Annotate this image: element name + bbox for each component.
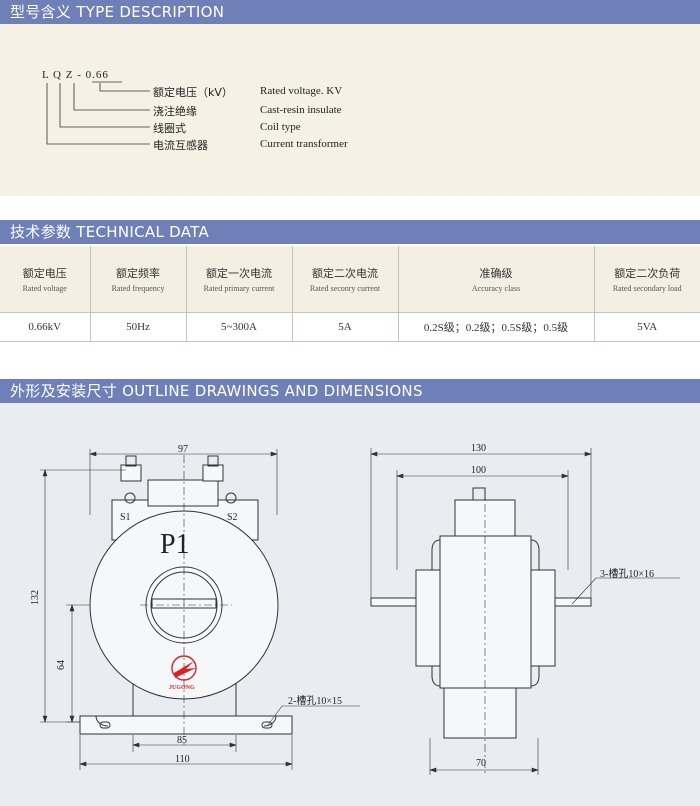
section-header-technical-data: 技术参数 TECHNICAL DATA [0,220,700,244]
model-code: L Q Z - 0.66 [42,69,109,81]
side-view [370,487,592,775]
type-row-en: Current transformer [260,138,348,150]
table-row: 0.66kV 50Hz 5~300A 5A 0.2S级；0.2级；0.5S级；0… [0,312,700,342]
table-cell: 0.66kV [0,312,91,342]
section-header-type-description: 型号含义 TYPE DESCRIPTION [0,0,700,24]
table-cell: 5VA [594,312,700,342]
drawing-panel: P1 S1 S2 JUGONG 97 13 [0,403,700,806]
front-label-p1: P1 [160,529,190,560]
dim-side-outer: 130 [471,443,486,454]
dim-side-bottom: 70 [476,758,486,769]
side-slot-note: 3-槽孔10×16 [600,567,654,580]
dim-base-outer: 110 [175,754,190,765]
section-header-outline-drawings: 外形及安装尺寸 OUTLINE DRAWINGS AND DIMENSIONS [0,379,700,403]
type-code-leader-lines [46,81,150,145]
dim-front-height: 132 [30,590,41,605]
jugong-logo: JUGONG [169,655,197,691]
type-row-en: Coil type [260,121,301,133]
dim-front-center: 64 [56,660,67,670]
type-row-cn: 额定电压（kV） [153,86,233,99]
type-row-cn: 电流互感器 [153,139,208,152]
type-row-cn: 线圈式 [153,122,186,135]
front-view [79,455,293,745]
front-slot-note: 2-槽孔10×15 [288,694,342,707]
side-dimension-lines [370,448,680,775]
outline-drawing: P1 S1 S2 JUGONG 97 13 [30,443,680,775]
table-cell: 50Hz [90,312,187,342]
dim-side-inner: 100 [471,465,486,476]
table-cell: 5~300A [186,312,293,342]
front-dimension-lines [40,449,360,770]
front-label-s2: S2 [227,512,238,523]
type-row-cn: 浇注绝缘 [153,105,197,118]
dim-base-inner: 85 [177,735,187,746]
dim-front-width: 97 [178,444,188,455]
type-description-panel: L Q Z - 0.66 额定电压（kV） Rated voltage. KV … [0,24,700,196]
type-row-en: Cast-resin insulate [260,104,342,116]
table-cell: 0.2S级；0.2级；0.5S级；0.5级 [398,312,595,342]
type-row-en: Rated voltage. KV [260,85,343,97]
table-cell: 5A [292,312,399,342]
svg-text:JUGONG: JUGONG [169,685,195,691]
front-label-s1: S1 [120,512,131,523]
